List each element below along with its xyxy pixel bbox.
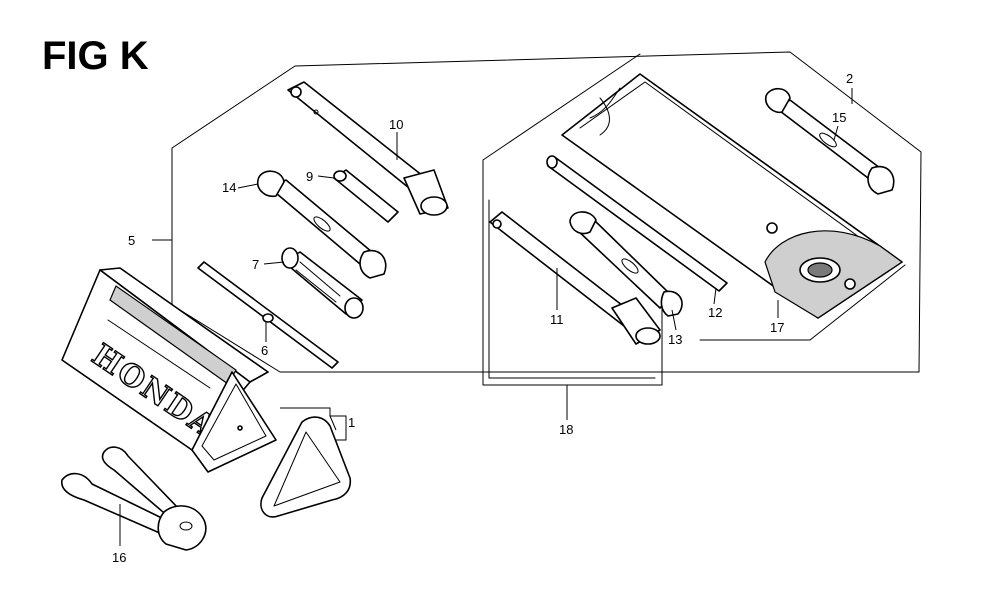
tool-bag-boundary	[482, 159, 906, 386]
callout-16: 16	[112, 550, 126, 565]
callout-9: 9	[306, 169, 313, 184]
rod	[546, 155, 728, 292]
callout-6: 6	[261, 343, 268, 358]
open-wrench	[256, 170, 387, 279]
bag-box-wrench	[489, 211, 661, 345]
callout-15: 15	[832, 110, 846, 125]
screwdriver-shaft	[197, 261, 339, 369]
figure-title: FIG K	[42, 34, 149, 78]
callout-10: 10	[389, 117, 403, 132]
tool-bag	[561, 73, 904, 319]
callout-2: 2	[846, 71, 853, 86]
callouts: 1 2 5 6 7 9 10 11 12 13 14 15 16 17 18	[112, 71, 853, 565]
callout-14: 14	[222, 180, 236, 195]
callout-13: 13	[668, 332, 682, 347]
screwdriver-bit	[333, 169, 399, 223]
tool-kit-boundary	[171, 51, 922, 373]
box-wrench	[287, 81, 449, 216]
pliers	[60, 446, 207, 551]
callout-7: 7	[252, 257, 259, 272]
loose-end-cap	[260, 416, 352, 518]
leader-lines	[119, 88, 853, 546]
callout-5: 5	[128, 233, 135, 248]
callout-11: 11	[550, 312, 564, 327]
open-wrench-top	[764, 87, 895, 195]
bag-wrench	[569, 211, 683, 317]
case-end-cap	[191, 371, 277, 473]
callout-18: 18	[559, 422, 573, 437]
callout-1: 1	[348, 415, 355, 430]
callout-17: 17	[770, 320, 784, 335]
callout-12: 12	[708, 305, 722, 320]
screwdriver-handle	[281, 247, 364, 319]
